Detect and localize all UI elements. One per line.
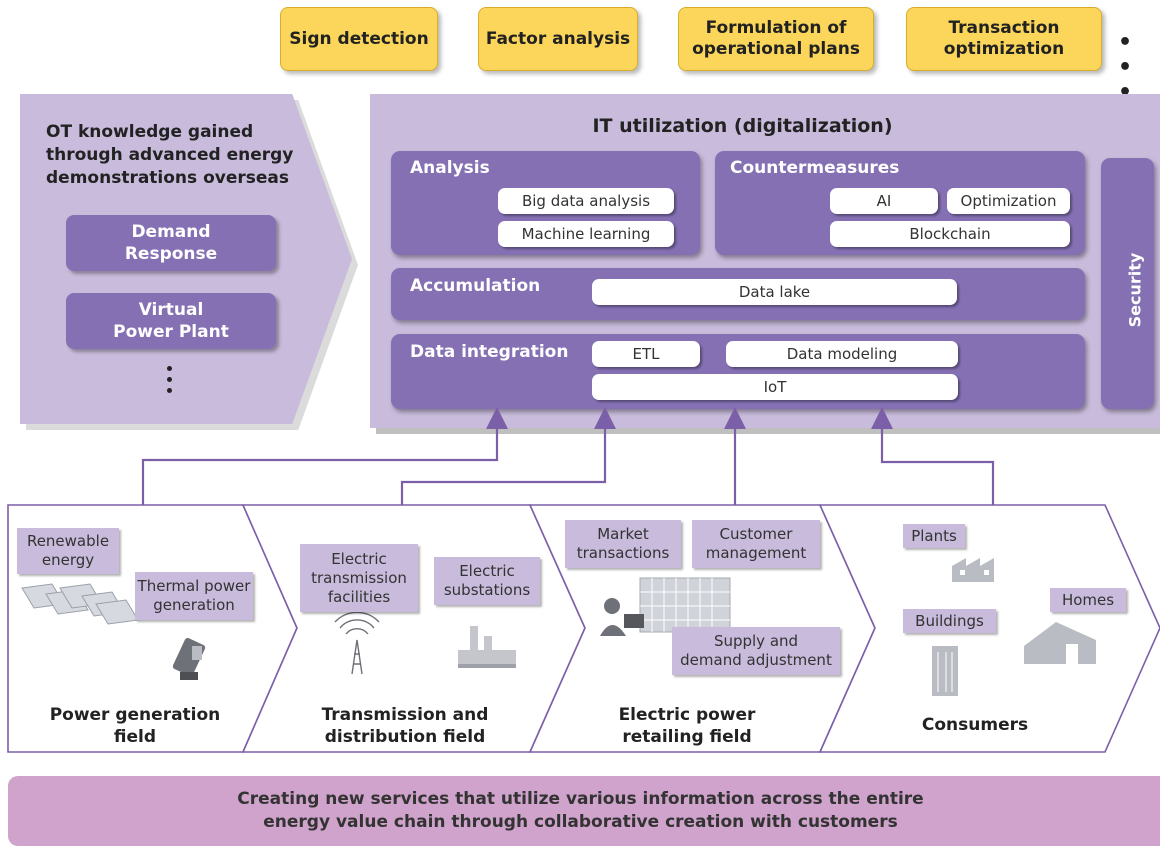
tag-customer-management: Customer management [692,520,820,568]
factory-icon [952,558,994,582]
task-factor-analysis: Factor analysis [478,7,638,71]
data-integration-label: Data integration [410,342,569,362]
home-icon [1024,622,1096,664]
label-consumers: Consumers [921,715,1029,735]
iot-pill: IoT [592,374,958,400]
tag-thermal-power-generation: Thermal power generation [135,572,253,620]
data-lake-pill: Data lake [592,279,957,305]
blockchain-pill: Blockchain [830,221,1070,247]
security-box [1101,158,1154,409]
turbine-icon [172,637,206,680]
tag-supply-demand-adjustment: Supply and demand adjustment [672,627,840,675]
building-icon [932,646,958,696]
label-transmission-distribution-field: Transmission and distribution field [321,705,489,747]
tag-market-transactions: Market transactions [565,520,681,568]
tag-buildings: Buildings [903,609,996,633]
task-operational-plans: Formulation of operational plans [678,7,874,71]
transmission-tower-icon [334,611,380,675]
it-utilization-title: IT utilization (digitalization) [592,115,893,137]
tag-electric-transmission-facilities: Electric transmission facilities [300,544,418,612]
label-power-generation-field: Power generation field [49,705,221,747]
machine-learning-pill: Machine learning [498,221,674,247]
big-data-analysis-pill: Big data analysis [498,188,674,214]
solar-panel-icon [21,583,139,625]
data-modeling-pill: Data modeling [726,341,958,367]
tag-renewable-energy: Renewable energy [17,528,119,574]
task-transaction-optimization: Transaction optimization [906,7,1102,71]
optimization-pill: Optimization [947,188,1070,214]
vertical-ellipsis [166,366,174,399]
services-banner [8,776,1160,846]
label-retailing-field: Electric power retailing field [618,705,756,747]
task-sign-detection: Sign detection [280,7,438,71]
ai-pill: AI [830,188,938,214]
virtual-power-plant-box: Virtual Power Plant [66,293,276,349]
connector-power-generation [141,407,508,505]
accumulation-label: Accumulation [410,276,541,296]
substation-icon [458,626,516,668]
demand-response-box: Demand Response [66,215,276,271]
countermeasures-label: Countermeasures [730,158,900,178]
connector-lines [141,407,995,505]
analysis-label: Analysis [410,158,490,178]
etl-pill: ETL [592,341,700,367]
tag-homes: Homes [1050,588,1126,612]
services-banner-text: Creating new services that utilize vario… [237,789,924,832]
ot-knowledge-title: OT knowledge gained through advanced ene… [46,122,294,188]
tag-electric-substations: Electric substations [434,557,540,605]
connector-consumers [871,407,995,505]
tag-plants: Plants [903,524,965,548]
connector-transmission [400,407,616,505]
